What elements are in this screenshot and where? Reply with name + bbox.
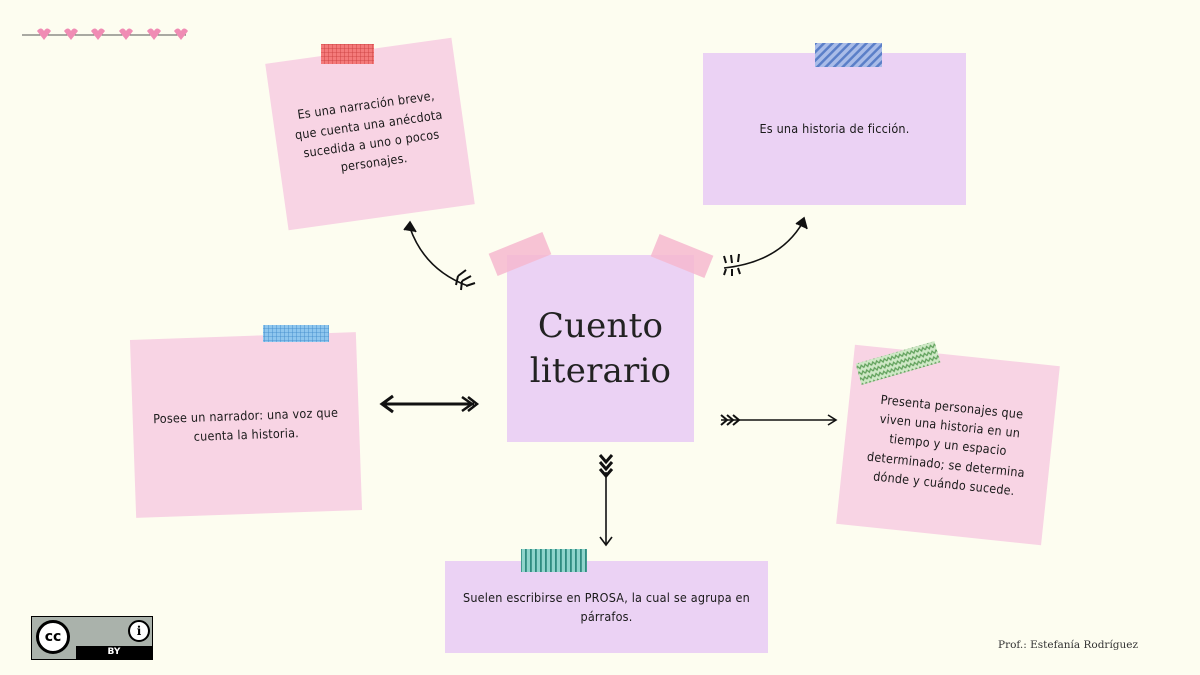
- center-title-line1: Cuento: [537, 306, 664, 347]
- center-title-line2: literario: [529, 350, 672, 391]
- tape-pink-left: [488, 232, 552, 276]
- tape-blue-grid: [263, 325, 329, 342]
- tape-teal: [521, 549, 587, 572]
- hearts-border-icon: [22, 28, 188, 40]
- license-badge: cc i BY: [31, 616, 153, 660]
- note-fiction-text: Es una historia de ficción.: [759, 121, 910, 137]
- note-prose-text: Suelen escribirse en PROSA, la cual se a…: [462, 589, 751, 624]
- arrow-icon: [379, 216, 838, 547]
- license-by-label: BY: [76, 646, 152, 659]
- tape-pink-right: [650, 234, 714, 278]
- center-note: Cuento literario: [507, 255, 694, 442]
- tape-red: [321, 44, 374, 64]
- note-fiction: Es una historia de ficción.: [703, 53, 966, 205]
- tape-green: [855, 341, 941, 385]
- creative-commons-icon: cc: [36, 620, 70, 654]
- note-prose: Suelen escribirse en PROSA, la cual se a…: [445, 561, 768, 653]
- attribution-icon: i: [128, 620, 150, 642]
- tape-blue-diagonal: [815, 43, 882, 67]
- center-title: Cuento literario: [530, 304, 671, 392]
- author-credit: Prof.: Estefanía Rodríguez: [998, 639, 1139, 651]
